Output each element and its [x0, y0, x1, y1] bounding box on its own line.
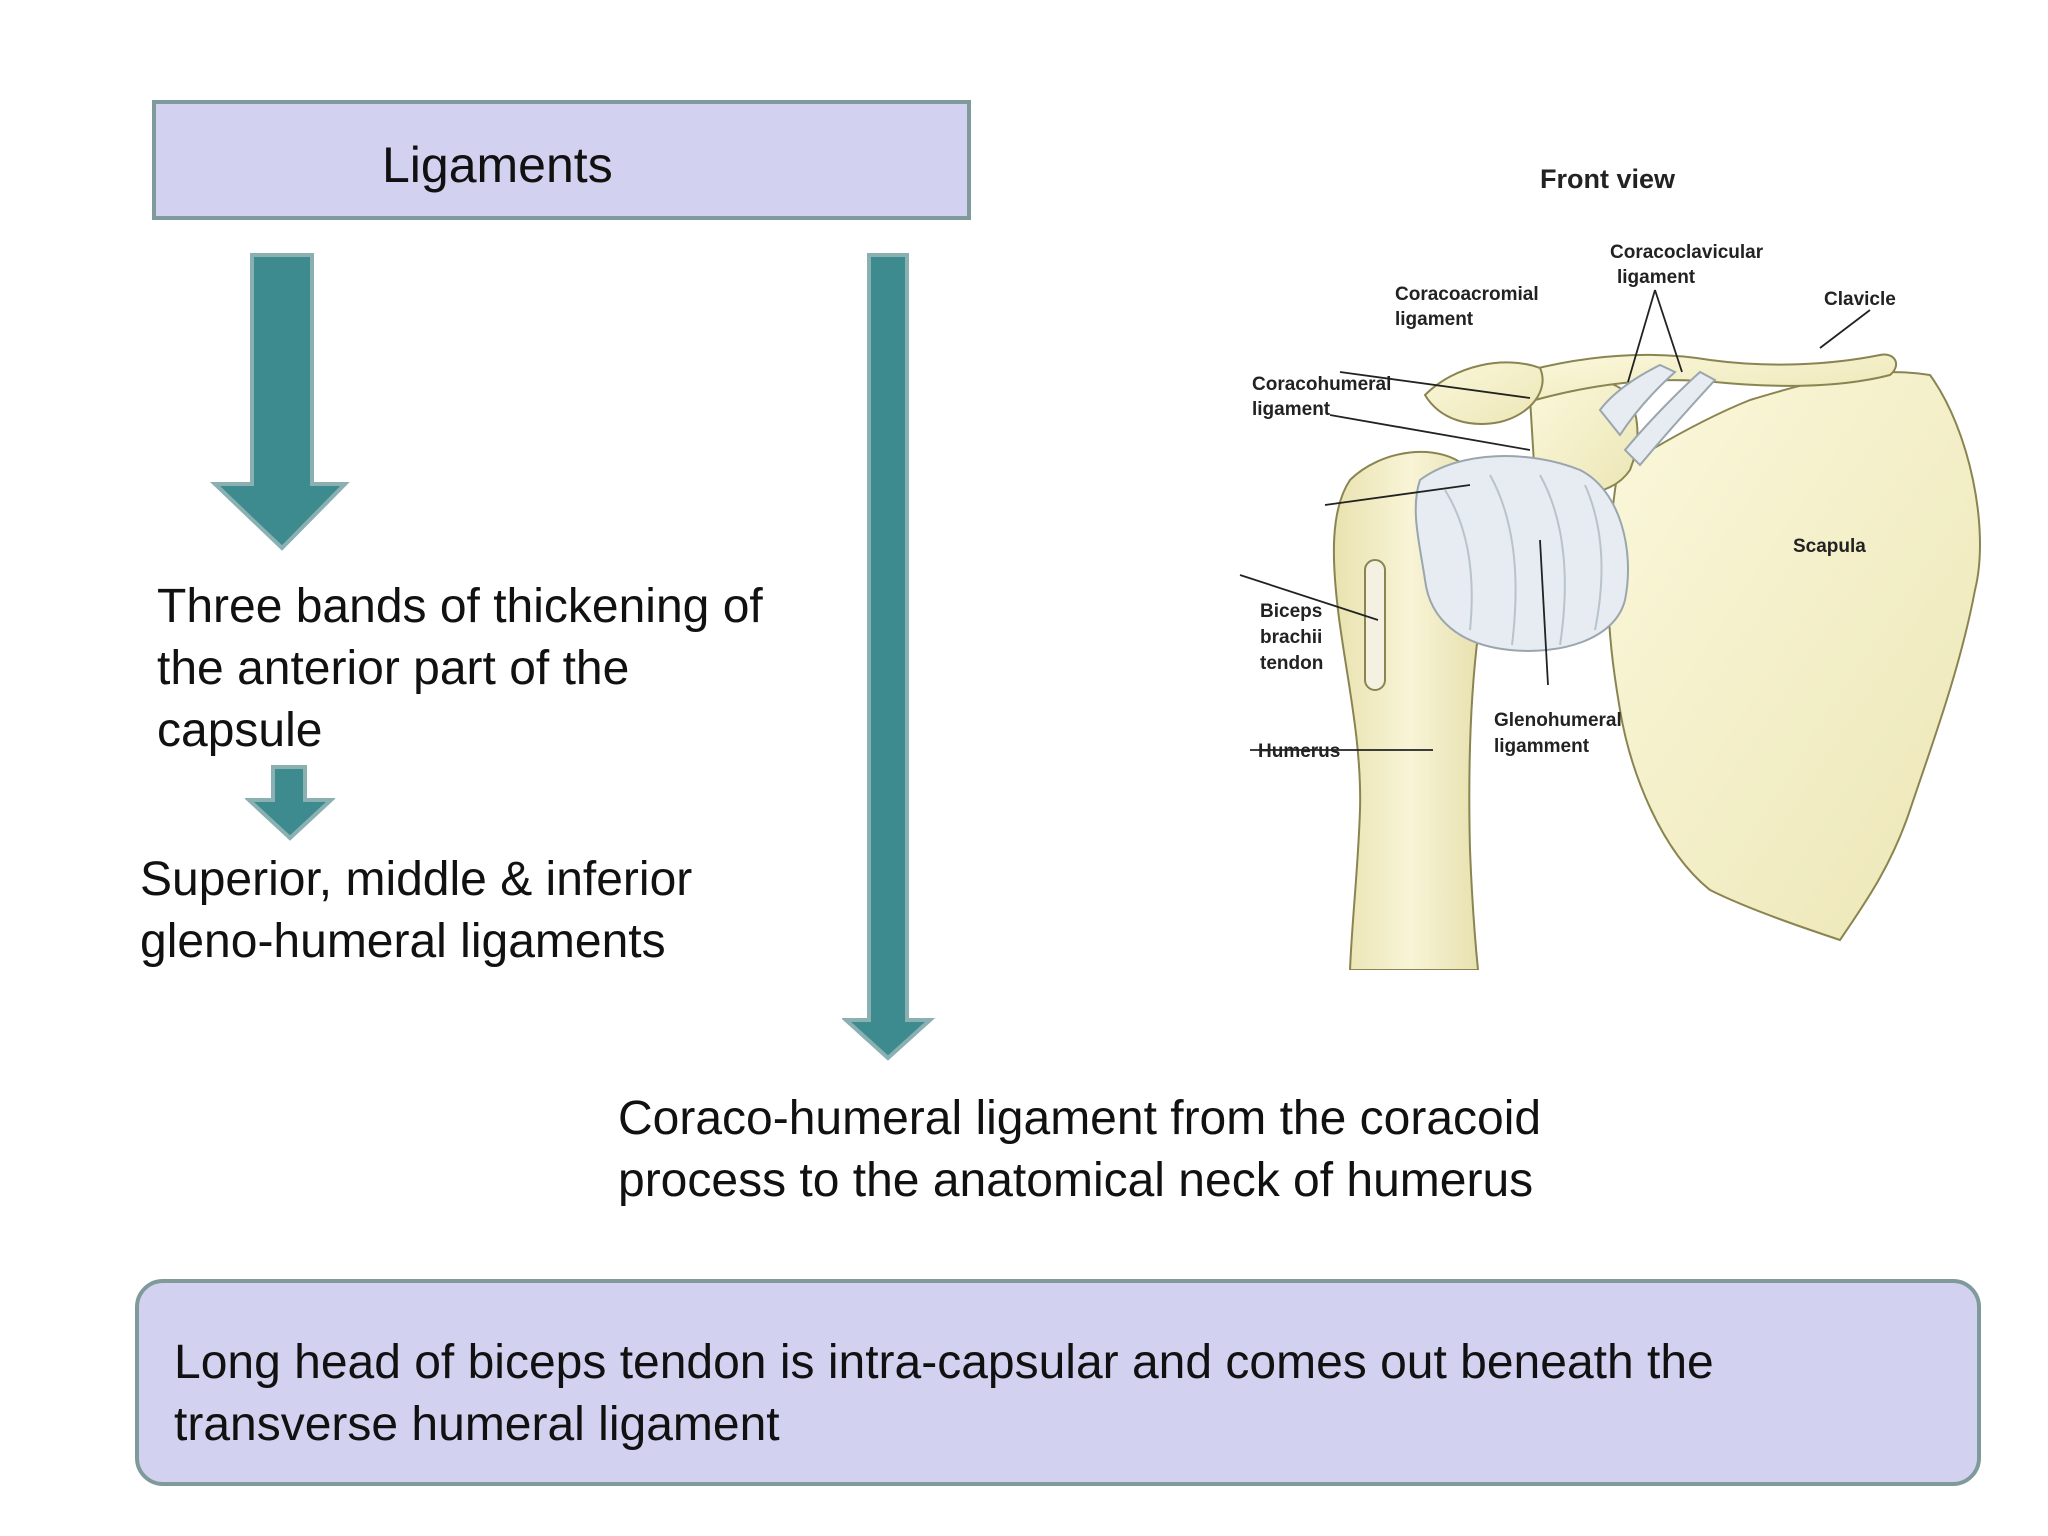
- coracohumeral-line-2: process to the anatomical neck of humeru…: [618, 1154, 1534, 1207]
- down-arrow-right: [842, 253, 936, 1061]
- acromion: [1423, 361, 1544, 425]
- label-biceps-2: brachii: [1260, 627, 1322, 648]
- coracoclavicular-band: [1598, 363, 1677, 437]
- capsule-line-3: capsule: [157, 704, 323, 757]
- capsule-line-2: the anterior part of the: [157, 642, 630, 695]
- coracohumeral-text: Coraco-humeral ligament from the coracoi…: [618, 1088, 1541, 1212]
- label-glenohumeral-2: ligamment: [1494, 736, 1590, 757]
- shoulder-front-view-illustration: Front view Coracoclavicular ligament Cor…: [1239, 164, 1981, 970]
- biceps-note-text: Long head of biceps tendon is intra-caps…: [174, 1332, 1714, 1456]
- biceps-tendon-note-box: Long head of biceps tendon is intra-caps…: [135, 1279, 1981, 1486]
- glenohumeral-line-2: gleno-humeral ligaments: [140, 915, 666, 968]
- glenohumeral-line-1: Superior, middle & inferior: [140, 853, 693, 906]
- label-biceps-3: tendon: [1260, 653, 1323, 674]
- ligaments-title-box: Ligaments: [152, 100, 971, 220]
- label-biceps-1: Biceps: [1260, 601, 1322, 622]
- capsule-thickening-text: Three bands of thickening of the anterio…: [157, 576, 763, 762]
- label-clavicle: Clavicle: [1824, 289, 1896, 310]
- biceps-note-line-2: transverse humeral ligament: [174, 1398, 780, 1451]
- label-coracoacromial-1: Coracoacromial: [1395, 284, 1539, 305]
- label-coracohumeral-1: Coracohumeral: [1252, 374, 1391, 395]
- biceps-tendon: [1364, 559, 1386, 691]
- title-label: Ligaments: [382, 137, 613, 193]
- label-coracoacromial-2: ligament: [1395, 309, 1474, 330]
- label-humerus: Humerus: [1258, 741, 1340, 762]
- down-arrow-small: [245, 765, 335, 841]
- label-glenohumeral-1: Glenohumeral: [1494, 710, 1622, 731]
- label-coracohumeral-2: ligament: [1252, 399, 1331, 420]
- label-coracoclavicular-2: ligament: [1617, 267, 1696, 288]
- scapula-bone: [1607, 371, 1981, 942]
- biceps-note-line-1: Long head of biceps tendon is intra-caps…: [174, 1336, 1714, 1389]
- front-view-heading: Front view: [1540, 164, 1676, 194]
- glenohumeral-ligaments-text: Superior, middle & inferior gleno-humera…: [140, 849, 692, 973]
- coracohumeral-line-1: Coraco-humeral ligament from the coracoi…: [618, 1092, 1542, 1145]
- down-arrow-left: [210, 253, 350, 551]
- joint-capsule: [1414, 455, 1629, 652]
- label-scapula: Scapula: [1793, 536, 1866, 557]
- capsule-line-1: Three bands of thickening of: [157, 580, 763, 633]
- label-coracoclavicular-1: Coracoclavicular: [1610, 242, 1764, 263]
